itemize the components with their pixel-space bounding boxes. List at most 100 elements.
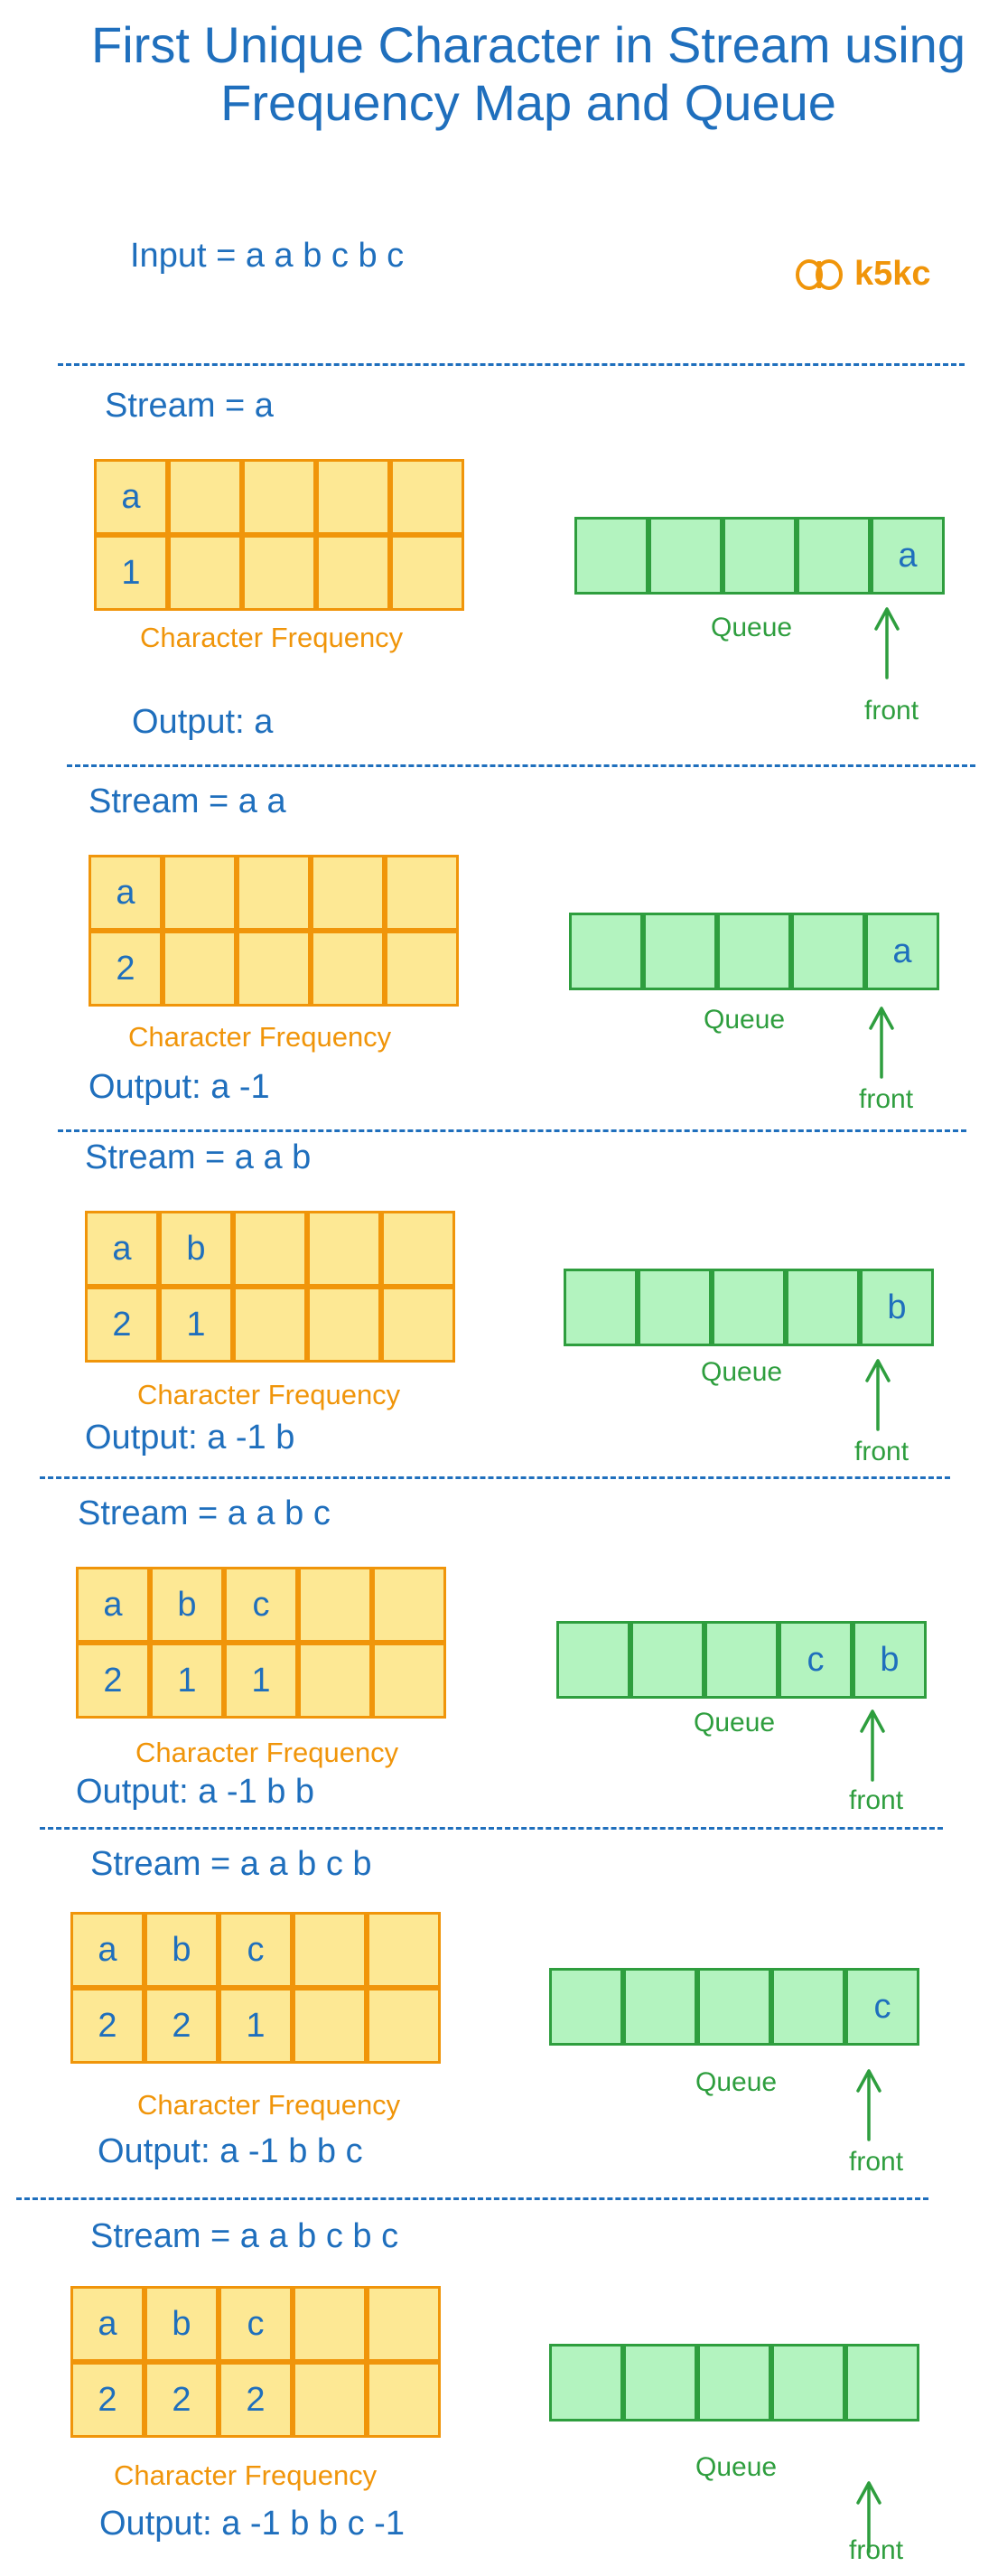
queue-cell	[556, 1621, 630, 1699]
front-arrow-icon	[856, 2481, 881, 2553]
stream-label: Stream = a a b c b	[90, 1845, 372, 1883]
queue-cell: a	[865, 913, 939, 990]
queue-cell	[623, 1968, 697, 2046]
queue-cell	[771, 1968, 845, 2046]
count-cell	[298, 1643, 372, 1719]
stream-label: Stream = a a b c	[78, 1494, 331, 1532]
char-cell: a	[94, 459, 168, 535]
char-cell: a	[85, 1211, 159, 1287]
queue-label: Queue	[695, 2067, 778, 2097]
queue-cell	[623, 2344, 697, 2421]
count-cell	[307, 1287, 381, 1363]
queue-label: Queue	[694, 1708, 776, 1738]
front-label: front	[849, 2147, 904, 2177]
char-cell	[298, 1567, 372, 1643]
queue-cell	[697, 2344, 771, 2421]
queue-cell	[786, 1269, 860, 1346]
queue-cell: c	[845, 1968, 919, 2046]
front-arrow-icon	[865, 1359, 891, 1431]
front-label: front	[859, 1084, 914, 1114]
char-cell	[242, 459, 316, 535]
count-cell: 1	[219, 1988, 293, 2064]
queue-cell	[771, 2344, 845, 2421]
count-cell	[163, 931, 237, 1007]
char-cell	[307, 1211, 381, 1287]
section-divider	[40, 1827, 943, 1830]
char-cell	[163, 855, 237, 931]
count-cell	[381, 1287, 455, 1363]
char-cell	[381, 1211, 455, 1287]
character-frequency-label: Character Frequency	[128, 1021, 392, 1053]
char-cell	[237, 855, 311, 931]
char-cell	[385, 855, 459, 931]
char-cell: b	[159, 1211, 233, 1287]
char-cell: c	[224, 1567, 298, 1643]
character-frequency-label: Character Frequency	[140, 622, 404, 653]
count-cell: 1	[224, 1643, 298, 1719]
section-divider	[58, 1129, 966, 1132]
count-cell: 2	[145, 1988, 219, 2064]
count-cell	[168, 535, 242, 611]
queue-cell	[564, 1269, 638, 1346]
queue-label: Queue	[704, 1005, 786, 1035]
character-frequency-label: Character Frequency	[137, 1379, 401, 1410]
front-arrow-icon	[874, 607, 900, 679]
char-cell	[367, 2286, 441, 2362]
queue-cell	[723, 517, 797, 595]
section-divider	[58, 363, 965, 366]
front-label: front	[849, 1785, 904, 1815]
queue-cell: b	[860, 1269, 934, 1346]
count-cell: 2	[89, 931, 163, 1007]
output-label: Output: a -1 b b c	[98, 2132, 363, 2170]
logo-text: k5kc	[854, 255, 931, 293]
count-cell	[237, 931, 311, 1007]
output-label: Output: a	[132, 703, 274, 741]
queue-cell	[697, 1968, 771, 2046]
title-line-1: First Unique Character in Stream using	[91, 16, 965, 73]
queue-cell	[569, 913, 643, 990]
front-label: front	[849, 2535, 904, 2565]
logo-icon	[796, 258, 843, 290]
output-label: Output: a -1 b	[85, 1419, 295, 1457]
count-cell	[367, 1988, 441, 2064]
section-divider	[16, 2197, 928, 2200]
queue-cell: c	[779, 1621, 853, 1699]
char-cell	[311, 855, 385, 931]
title-line-2: Frequency Map and Queue	[220, 74, 836, 131]
count-cell: 2	[70, 2362, 145, 2438]
char-cell	[293, 2286, 367, 2362]
char-cell	[367, 1912, 441, 1988]
count-cell	[242, 535, 316, 611]
count-cell	[311, 931, 385, 1007]
section-divider	[40, 1476, 950, 1479]
queue-cell	[845, 2344, 919, 2421]
stream-label: Stream = a a b	[85, 1138, 312, 1176]
char-cell: b	[145, 1912, 219, 1988]
count-cell: 2	[145, 2362, 219, 2438]
count-cell	[367, 2362, 441, 2438]
stream-label: Stream = a	[105, 387, 274, 425]
queue-cell	[549, 2344, 623, 2421]
char-cell: a	[76, 1567, 150, 1643]
char-cell: c	[219, 2286, 293, 2362]
queue-label: Queue	[695, 2452, 778, 2482]
logo: k5kc	[793, 255, 931, 294]
front-arrow-icon	[856, 2069, 881, 2141]
char-cell	[316, 459, 390, 535]
front-label: front	[864, 696, 919, 726]
stream-label: Stream = a a	[89, 782, 286, 820]
count-cell	[385, 931, 459, 1007]
char-cell: a	[89, 855, 163, 931]
queue-cell: a	[871, 517, 945, 595]
count-cell: 2	[76, 1643, 150, 1719]
count-cell	[293, 2362, 367, 2438]
char-cell	[390, 459, 464, 535]
queue-label: Queue	[701, 1357, 783, 1387]
count-cell	[233, 1287, 307, 1363]
char-cell	[293, 1912, 367, 1988]
diagram-title: First Unique Character in Stream using F…	[54, 16, 998, 132]
character-frequency-label: Character Frequency	[114, 2459, 378, 2491]
queue-cell	[648, 517, 723, 595]
output-label: Output: a -1	[89, 1068, 270, 1106]
char-cell: a	[70, 2286, 145, 2362]
